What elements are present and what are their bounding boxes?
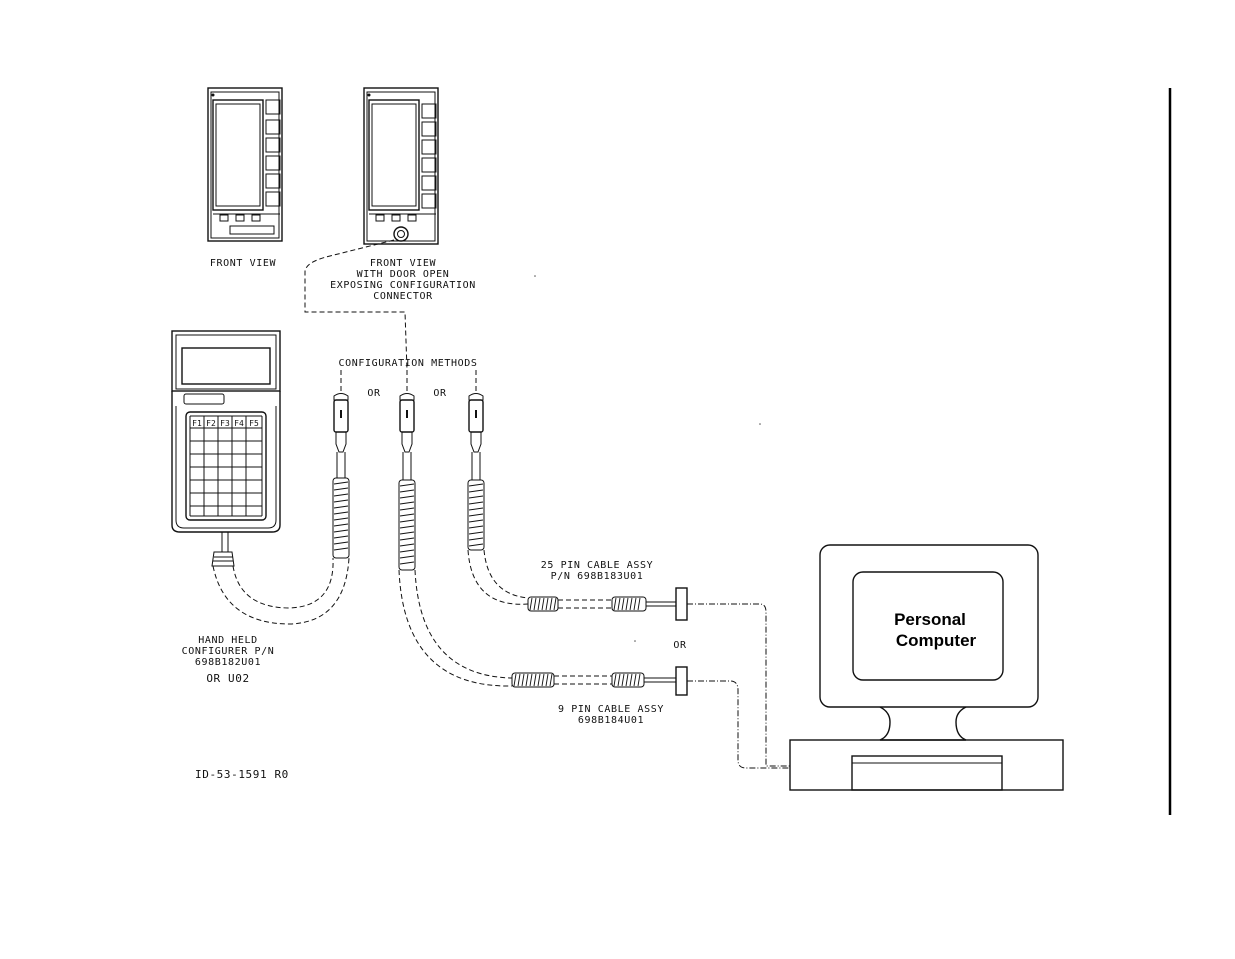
- personal-computer: Personal Computer: [790, 545, 1063, 790]
- label-or-3: OR: [673, 640, 687, 651]
- label-front-view-door-line3: EXPOSING CONFIGURATION: [330, 280, 476, 291]
- key-f4: F4: [234, 419, 244, 428]
- cable-25-pin-to-pc: [687, 604, 790, 766]
- label-9-pin-line1: 9 PIN CABLE ASSY: [558, 704, 664, 715]
- label-9-pin-line2: 698B184U01: [578, 715, 644, 726]
- label-front-view: FRONT VIEW: [210, 258, 277, 269]
- controller-front-view-door-open: [364, 88, 438, 244]
- key-f3: F3: [220, 419, 230, 428]
- plug-9-pin: [400, 394, 414, 481]
- cable-25-pin-curve-outer: [468, 550, 528, 604]
- pc-label-line2: Computer: [896, 631, 977, 650]
- pc-drive-bay: [852, 756, 1002, 790]
- cable-9-pin-to-pc: [687, 681, 790, 768]
- coil-hand-held: [333, 478, 349, 558]
- label-hand-held-line2: CONFIGURER P/N: [182, 646, 275, 657]
- label-hand-held-line4: OR U02: [206, 672, 249, 685]
- coil-25-pin-horizontal-a: [528, 597, 558, 611]
- connector-9-pin: [676, 667, 687, 695]
- cable-hand-held-inner: [233, 558, 333, 608]
- key-f1: F1: [192, 419, 202, 428]
- label-hand-held-line1: HAND HELD: [198, 635, 258, 646]
- hand-held-configurer: F1 F2 F3 F4 F5: [172, 331, 280, 566]
- label-front-view-door-line1: FRONT VIEW: [370, 258, 437, 269]
- coil-25-pin-horizontal-b: [612, 597, 646, 611]
- coil-9-pin-horizontal-b: [612, 673, 644, 687]
- pc-label-line1: Personal: [894, 610, 966, 629]
- pc-stand: [880, 707, 966, 740]
- label-hand-held-line3: 698B182U01: [195, 657, 261, 668]
- label-front-view-door-line4: CONNECTOR: [373, 291, 433, 302]
- label-configuration-methods: CONFIGURATION METHODS: [338, 358, 477, 369]
- configuration-connector-icon: [394, 227, 408, 241]
- key-f5: F5: [249, 419, 259, 428]
- drawing-id: ID-53-1591 R0: [195, 768, 289, 781]
- key-f2: F2: [206, 419, 216, 428]
- label-25-pin-line2: P/N 698B183U01: [551, 571, 644, 582]
- cable-9-pin-curve-outer: [399, 570, 512, 686]
- plug-hand-held: [334, 394, 348, 479]
- label-25-pin-line1: 25 PIN CABLE ASSY: [541, 560, 654, 571]
- controller-front-view: [208, 88, 282, 241]
- coil-25-pin: [468, 480, 484, 550]
- coil-9-pin-horizontal-a: [512, 673, 554, 687]
- label-or-2: OR: [433, 388, 447, 399]
- connector-25-pin: [676, 588, 687, 620]
- coil-9-pin: [399, 480, 415, 570]
- plug-25-pin: [469, 394, 483, 481]
- label-front-view-door-line2: WITH DOOR OPEN: [357, 269, 450, 280]
- pc-base: [790, 740, 1063, 790]
- label-or-1: OR: [367, 388, 381, 399]
